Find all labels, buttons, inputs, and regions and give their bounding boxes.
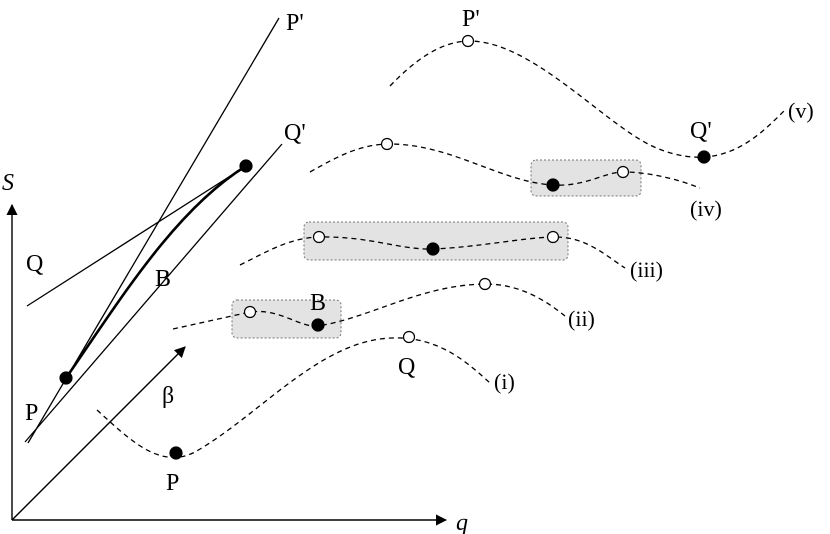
curve-ii-point-b bbox=[311, 318, 325, 332]
label-b-left: B bbox=[155, 266, 171, 292]
curve-b-path bbox=[64, 164, 247, 379]
curve-iii-open-point-2 bbox=[546, 230, 560, 244]
curve-v-label: (v) bbox=[788, 98, 814, 123]
curve-i-label-q: Q bbox=[398, 354, 415, 380]
curve-iv-open-point-1 bbox=[380, 137, 394, 151]
curve-ii-open-point-2 bbox=[478, 277, 492, 291]
highlight-box-iv bbox=[530, 159, 642, 197]
curve-iv-label: (iv) bbox=[690, 196, 722, 221]
curve-v bbox=[389, 40, 786, 158]
curve-iv-open-point-2 bbox=[616, 165, 630, 179]
curve-i bbox=[96, 337, 491, 458]
curve-v-point-pprime bbox=[461, 34, 475, 48]
curve-v-point-qprime bbox=[697, 150, 711, 164]
line-q-qprime bbox=[26, 165, 247, 307]
line-p-qprime bbox=[24, 143, 283, 443]
highlight-box-iii bbox=[303, 221, 569, 261]
curve-iv-filled-point bbox=[546, 178, 560, 192]
curve-iii-open-point-1 bbox=[312, 230, 326, 244]
depth-axis bbox=[11, 346, 186, 521]
curve-iii-label: (iii) bbox=[630, 257, 663, 282]
label-q-left: Q bbox=[26, 251, 43, 277]
curve-ii-label-b: B bbox=[310, 290, 326, 316]
x-axis-label: q bbox=[456, 510, 468, 534]
label-pprime-left: P' bbox=[286, 10, 304, 36]
curve-ii bbox=[172, 283, 566, 330]
point-qprime-left bbox=[239, 159, 253, 173]
curve-iii-filled-point bbox=[426, 242, 440, 256]
curve-v-label-qprime: Q' bbox=[690, 118, 712, 144]
curve-ii-open-point-1 bbox=[243, 305, 257, 319]
curve-ii-label: (ii) bbox=[568, 306, 595, 331]
curve-i-open-point bbox=[402, 330, 416, 344]
depth-axis-label: β bbox=[162, 383, 174, 409]
curve-i-label: (i) bbox=[494, 369, 515, 394]
label-p-left: P bbox=[25, 400, 38, 426]
curve-v-label-pprime: P' bbox=[462, 6, 480, 32]
label-qprime-left: Q' bbox=[284, 120, 306, 146]
y-axis-label: S bbox=[2, 170, 14, 196]
curve-i-point-p bbox=[169, 446, 183, 460]
curve-i-label-p: P bbox=[166, 470, 179, 496]
point-p-left bbox=[59, 371, 73, 385]
